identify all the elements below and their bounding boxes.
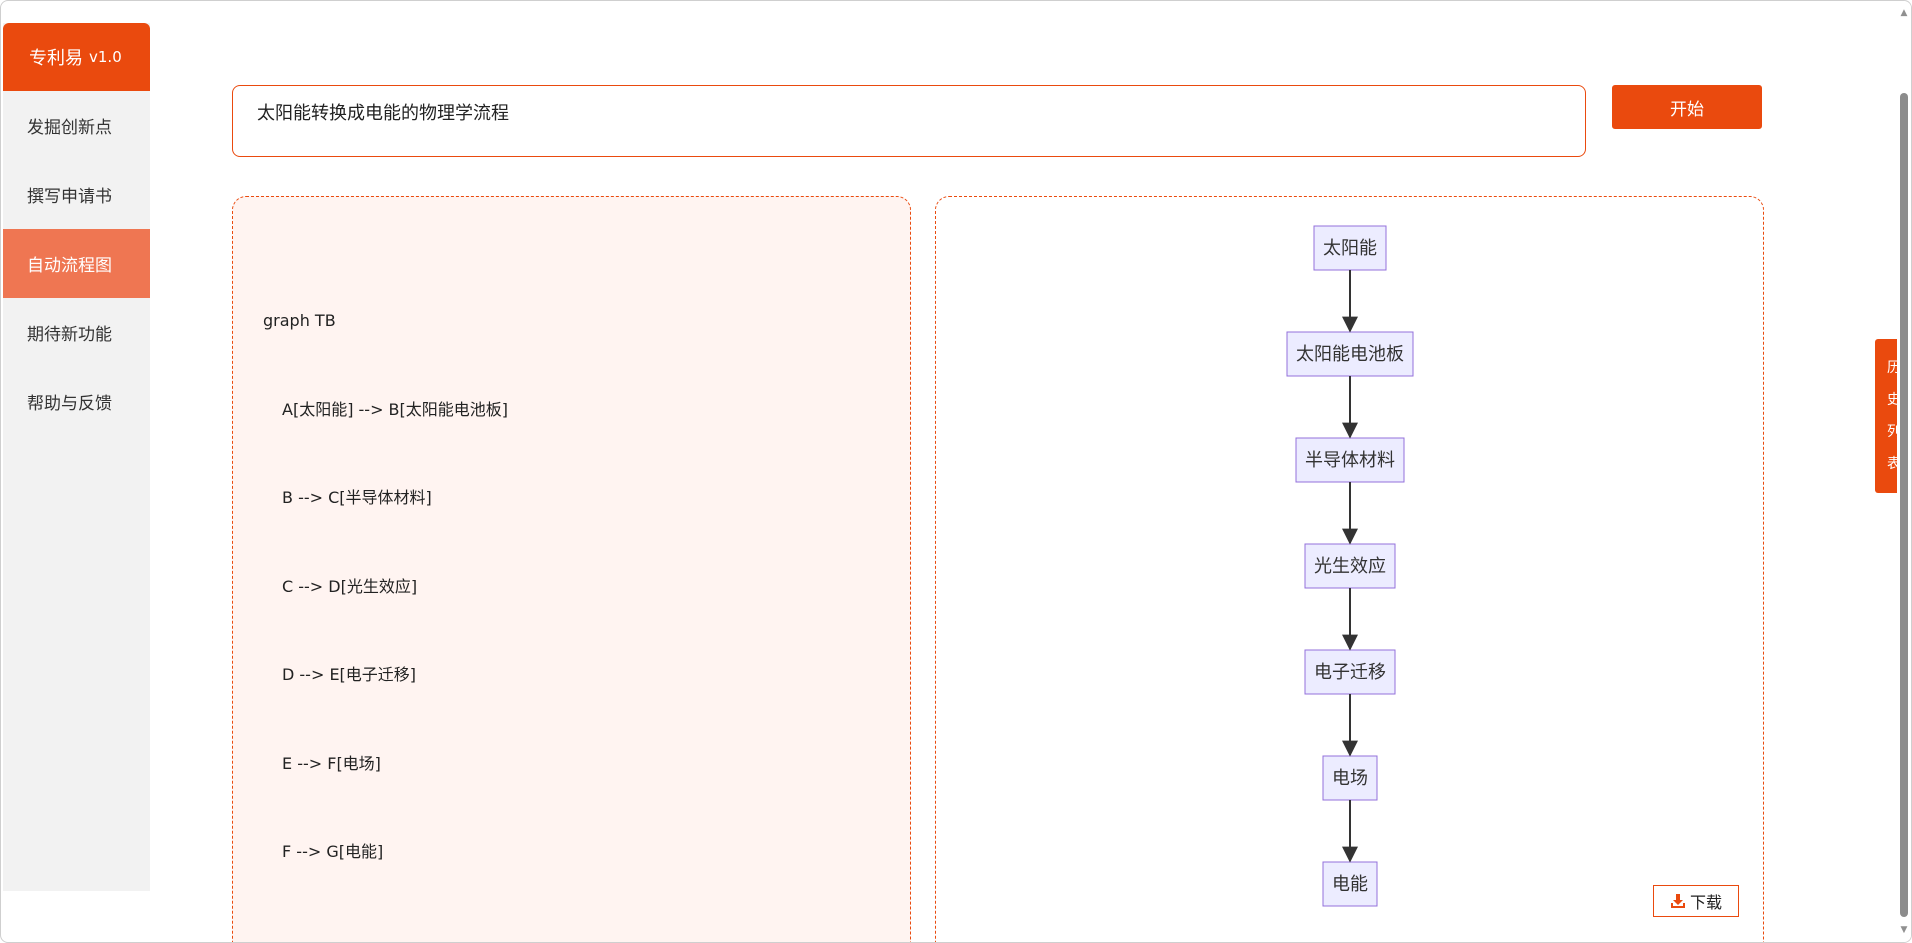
sidebar-item-label: 帮助与反馈: [27, 389, 112, 414]
sidebar-item-label: 发掘创新点: [27, 113, 112, 138]
code-line: C --> D[光生效应]: [263, 572, 508, 602]
brand-name: 专利易: [29, 44, 83, 70]
vertical-scrollbar[interactable]: ▲ ▼: [1897, 1, 1911, 943]
flowchart-node-label: 光生效应: [1314, 556, 1386, 577]
sidebar-item-discover-innovation[interactable]: 发掘创新点: [3, 91, 150, 160]
flowchart-node-label: 半导体材料: [1305, 450, 1395, 471]
sidebar-item-new-features[interactable]: 期待新功能: [3, 298, 150, 367]
sidebar-item-auto-flowchart[interactable]: 自动流程图: [3, 229, 150, 298]
flowchart-node-label: 电子迁移: [1314, 662, 1386, 683]
flowchart-node-B: 太阳能电池板: [1287, 332, 1413, 376]
code-line: B --> C[半导体材料]: [263, 483, 508, 513]
flowchart-node-F: 电场: [1323, 756, 1377, 800]
mermaid-code-text: graph TB A[太阳能] --> B[太阳能电池板] B --> C[半导…: [263, 247, 508, 926]
flowchart-node-label: 太阳能电池板: [1296, 344, 1404, 365]
download-button-label: 下载: [1690, 889, 1722, 913]
flowchart-node-label: 电场: [1332, 768, 1368, 789]
flowchart-node-G: 电能: [1323, 862, 1377, 906]
flowchart-preview-panel: 太阳能太阳能电池板半导体材料光生效应电子迁移电场电能 下载: [935, 196, 1764, 943]
start-button[interactable]: 开始: [1612, 85, 1762, 129]
mermaid-code-panel[interactable]: graph TB A[太阳能] --> B[太阳能电池板] B --> C[半导…: [232, 196, 911, 943]
flowchart-node-label: 电能: [1332, 874, 1368, 895]
prompt-input[interactable]: 太阳能转换成电能的物理学流程: [232, 85, 1586, 157]
flowchart-node-C: 半导体材料: [1296, 438, 1404, 482]
flowchart-node-E: 电子迁移: [1305, 650, 1395, 694]
scroll-up-arrow-icon[interactable]: ▲: [1899, 8, 1909, 18]
flowchart-node-D: 光生效应: [1305, 544, 1395, 588]
flowchart-node-label: 太阳能: [1323, 238, 1377, 259]
download-icon: [1670, 893, 1686, 909]
code-line: A[太阳能] --> B[太阳能电池板]: [263, 395, 508, 425]
download-button[interactable]: 下载: [1653, 885, 1739, 917]
sidebar-item-label: 期待新功能: [27, 320, 112, 345]
sidebar-item-write-application[interactable]: 撰写申请书: [3, 160, 150, 229]
scrollbar-thumb[interactable]: [1900, 93, 1908, 917]
code-line: D --> E[电子迁移]: [263, 660, 508, 690]
sidebar-item-label: 自动流程图: [27, 251, 112, 276]
code-line: F --> G[电能]: [263, 837, 508, 867]
sidebar: 专利易 v1.0 发掘创新点 撰写申请书 自动流程图 期待新功能 帮助与反馈: [3, 23, 150, 891]
prompt-input-value: 太阳能转换成电能的物理学流程: [257, 103, 509, 124]
flowchart-diagram: 太阳能太阳能电池板半导体材料光生效应电子迁移电场电能: [936, 197, 1765, 943]
code-line: E --> F[电场]: [263, 749, 508, 779]
brand-header: 专利易 v1.0: [3, 23, 150, 91]
sidebar-item-label: 撰写申请书: [27, 182, 112, 207]
sidebar-item-help-feedback[interactable]: 帮助与反馈: [3, 367, 150, 436]
brand-version: v1.0: [89, 48, 122, 66]
flowchart-node-A: 太阳能: [1314, 226, 1386, 270]
start-button-label: 开始: [1670, 95, 1704, 120]
code-line: graph TB: [263, 306, 508, 336]
scroll-down-arrow-icon[interactable]: ▼: [1899, 925, 1909, 935]
